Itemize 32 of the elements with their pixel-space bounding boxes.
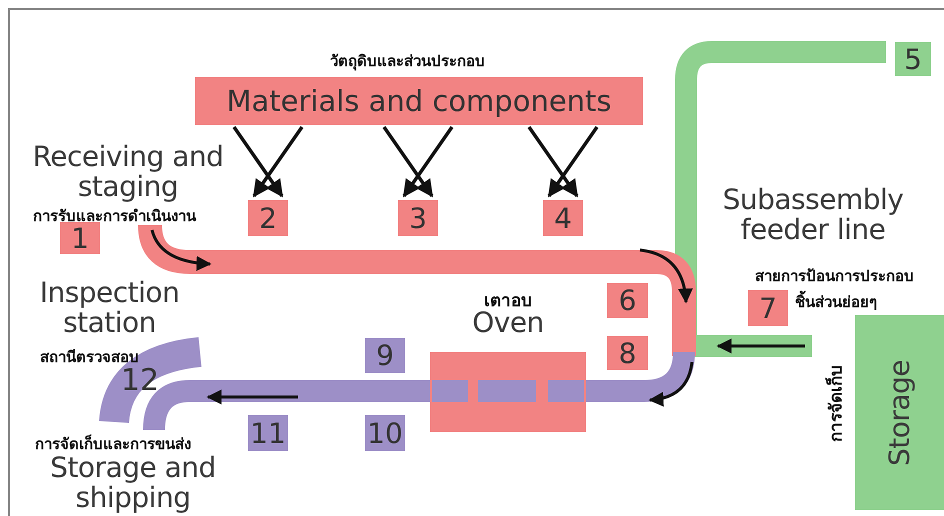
area-label: Inspection station (38, 278, 180, 338)
station-number: 2 (248, 200, 288, 236)
arrow (402, 126, 454, 198)
area-label: Subassembly feeder line (722, 185, 904, 245)
area-label: Receiving and staging (32, 142, 224, 202)
station-number: 11 (248, 415, 288, 451)
station-number: 9 (365, 338, 405, 373)
arrow (252, 126, 304, 198)
arrow (382, 126, 434, 198)
station-number: 10 (365, 415, 405, 451)
storage-label: Storage (884, 359, 914, 466)
storage-area (855, 315, 944, 510)
area-label: Storage and shipping (49, 453, 217, 513)
caption-text: ชิ้นส่วนย่อยๆ (795, 290, 915, 314)
arrow (232, 126, 284, 198)
caption-text: การจัดเก็บและการขนส่ง (35, 434, 192, 455)
station-number: 8 (607, 336, 648, 370)
arrow (548, 126, 598, 198)
caption-text: สายการป้อนการประกอบ (755, 266, 915, 287)
station-number: 6 (607, 283, 648, 318)
station-number: 4 (543, 200, 583, 236)
caption-text: การจัดเก็บ (824, 364, 848, 444)
caption-text: เตาอบ (483, 290, 533, 311)
caption-text: สถานีตรวจสอบ (40, 347, 140, 368)
station-number: 3 (398, 200, 438, 236)
oven-label: Oven (471, 308, 545, 338)
station-number: 5 (895, 42, 931, 76)
caption-text: วัตถุดิบและส่วนประกอบ (330, 51, 486, 72)
station-number: 7 (748, 290, 788, 326)
materials-bar: Materials and components (195, 77, 643, 125)
arrow (528, 126, 578, 198)
station-number: 1 (60, 222, 100, 254)
